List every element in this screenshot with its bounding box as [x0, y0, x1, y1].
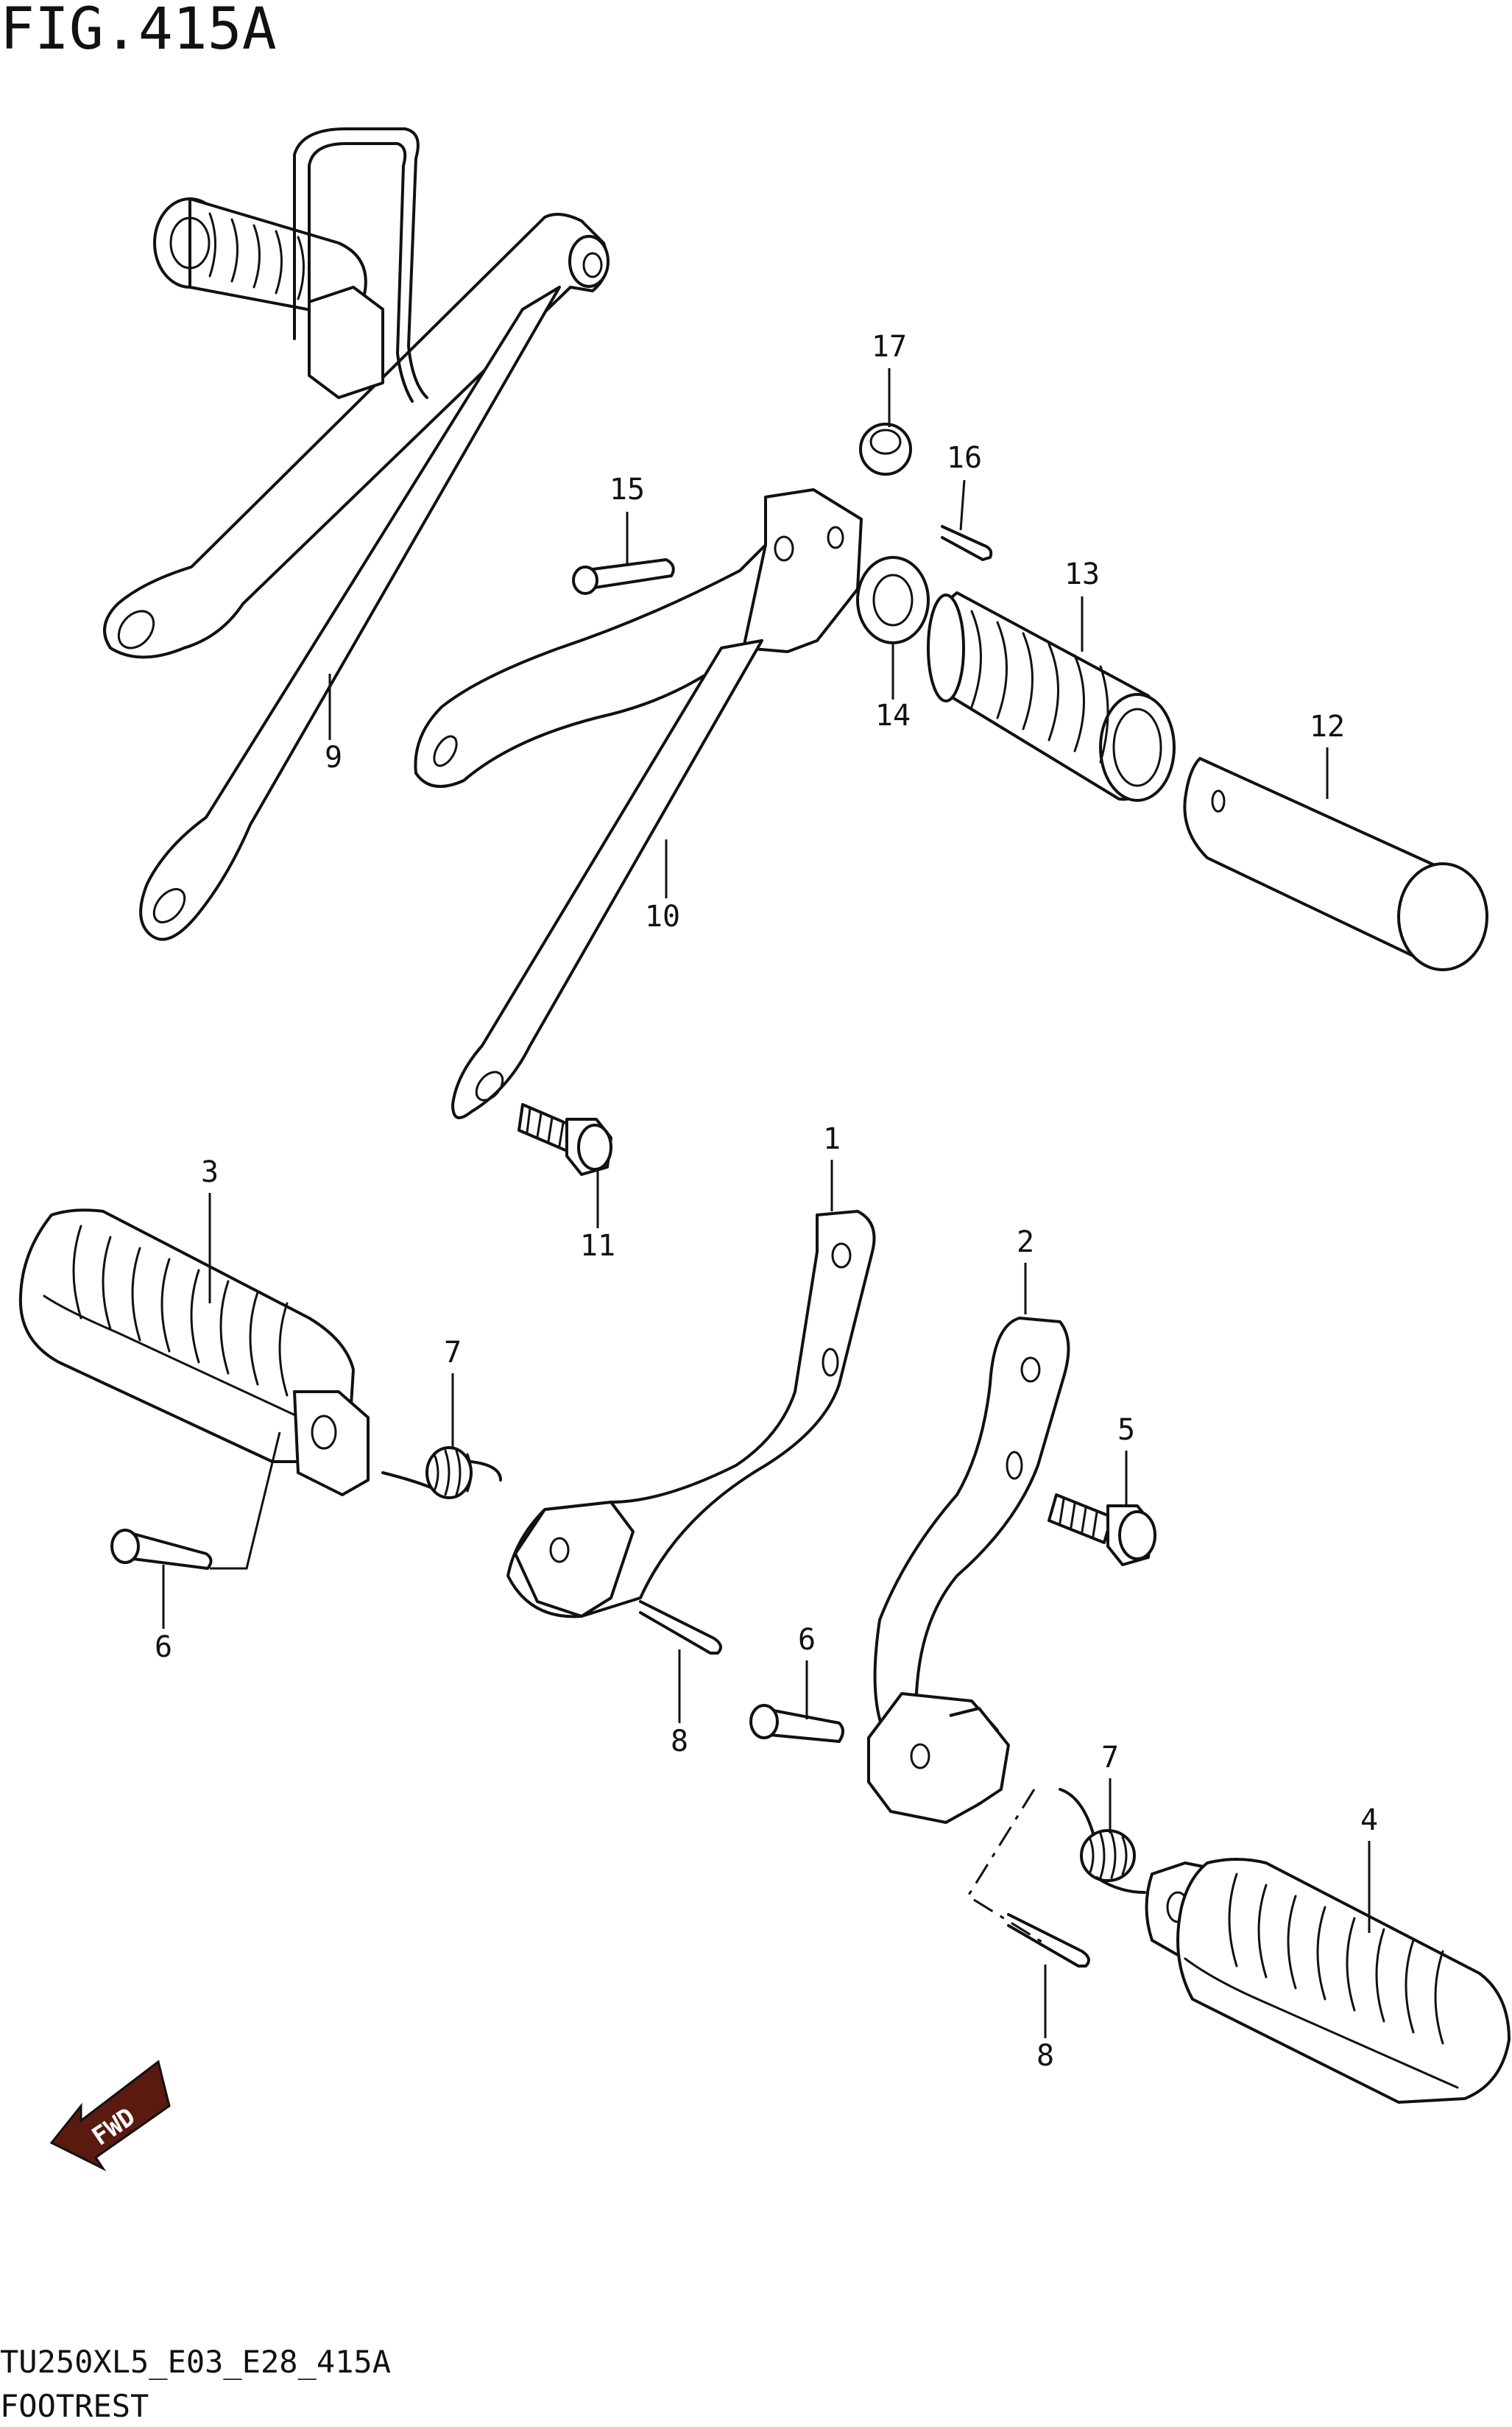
callout-label: 6	[798, 1623, 816, 1657]
part-12-pipe	[1183, 757, 1488, 971]
callout-label: 7	[444, 1336, 462, 1370]
part-6-pin-left	[110, 1529, 213, 1570]
callout-label: 12	[1310, 710, 1345, 744]
callout-5: 5	[1117, 1413, 1135, 1506]
callout-label: 1	[823, 1122, 841, 1156]
callout-7-left: 7	[444, 1336, 462, 1447]
callout-label: 8	[1036, 2039, 1054, 2073]
callout-16: 16	[947, 441, 982, 531]
part-2-bracket	[867, 1317, 1070, 1824]
part-16-cotter-pin	[941, 525, 993, 561]
callout-11: 11	[580, 1171, 615, 1263]
callout-4: 4	[1360, 1803, 1378, 1933]
part-8-cotter-pin-left	[639, 1600, 722, 1655]
callout-label: 10	[645, 900, 680, 934]
callout-3: 3	[201, 1155, 219, 1303]
callout-10: 10	[645, 839, 680, 934]
part-3-footpeg	[18, 1208, 370, 1496]
part-6-pin-center	[749, 1704, 844, 1743]
part-17-cap	[859, 423, 912, 476]
part-13-grip	[927, 591, 1176, 802]
callout-12: 12	[1310, 710, 1345, 799]
section-name: FOOTREST	[0, 2388, 149, 2424]
callout-label: 9	[325, 741, 342, 775]
part-9-rear-bracket	[103, 127, 610, 941]
part-11-bolt	[517, 1103, 612, 1176]
callout-label: 8	[671, 1725, 688, 1758]
callout-label: 6	[155, 1630, 172, 1664]
callout-label: 4	[1360, 1803, 1378, 1837]
callout-label: 13	[1064, 557, 1100, 591]
callout-15: 15	[610, 473, 645, 563]
callout-6-left: 6	[155, 1565, 172, 1664]
part-14-washer	[856, 556, 930, 644]
callout-9: 9	[325, 674, 342, 775]
callout-label: 16	[947, 441, 982, 475]
callout-label: 2	[1017, 1225, 1034, 1259]
part-10-bracket	[414, 488, 863, 1119]
part-7-spring-right	[1059, 1788, 1146, 1894]
callout-label: 14	[875, 699, 911, 733]
part-1-bracket	[506, 1210, 876, 1618]
callout-label: 11	[580, 1229, 615, 1263]
callout-label: 15	[610, 473, 645, 507]
fwd-marker: FWD	[49, 2060, 171, 2171]
callout-14: 14	[875, 643, 911, 733]
callout-label: 5	[1117, 1413, 1135, 1447]
part-5-bolt	[1048, 1493, 1156, 1566]
callout-label: 3	[201, 1155, 219, 1189]
callout-6-center: 6	[798, 1623, 816, 1719]
callout-8-right: 8	[1036, 1965, 1054, 2073]
callout-8-left: 8	[671, 1649, 688, 1758]
figure-title: FIG.415A	[0, 0, 277, 63]
part-8-cotter-pin-right	[1007, 1913, 1090, 1968]
callout-2: 2	[1017, 1225, 1034, 1314]
part-15-pin	[572, 558, 675, 595]
callout-13: 13	[1064, 557, 1100, 652]
callout-label: 17	[872, 330, 907, 364]
callout-1: 1	[823, 1122, 841, 1211]
callout-17: 17	[872, 330, 907, 427]
callout-label: 7	[1101, 1741, 1119, 1775]
callout-7-right: 7	[1101, 1741, 1119, 1834]
part-4-footpeg	[1145, 1858, 1511, 2104]
fwd-arrow-icon	[49, 2060, 171, 2171]
model-code: TU250XL5_E03_E28_415A	[0, 2344, 391, 2380]
part-7-spring-left	[381, 1446, 502, 1499]
